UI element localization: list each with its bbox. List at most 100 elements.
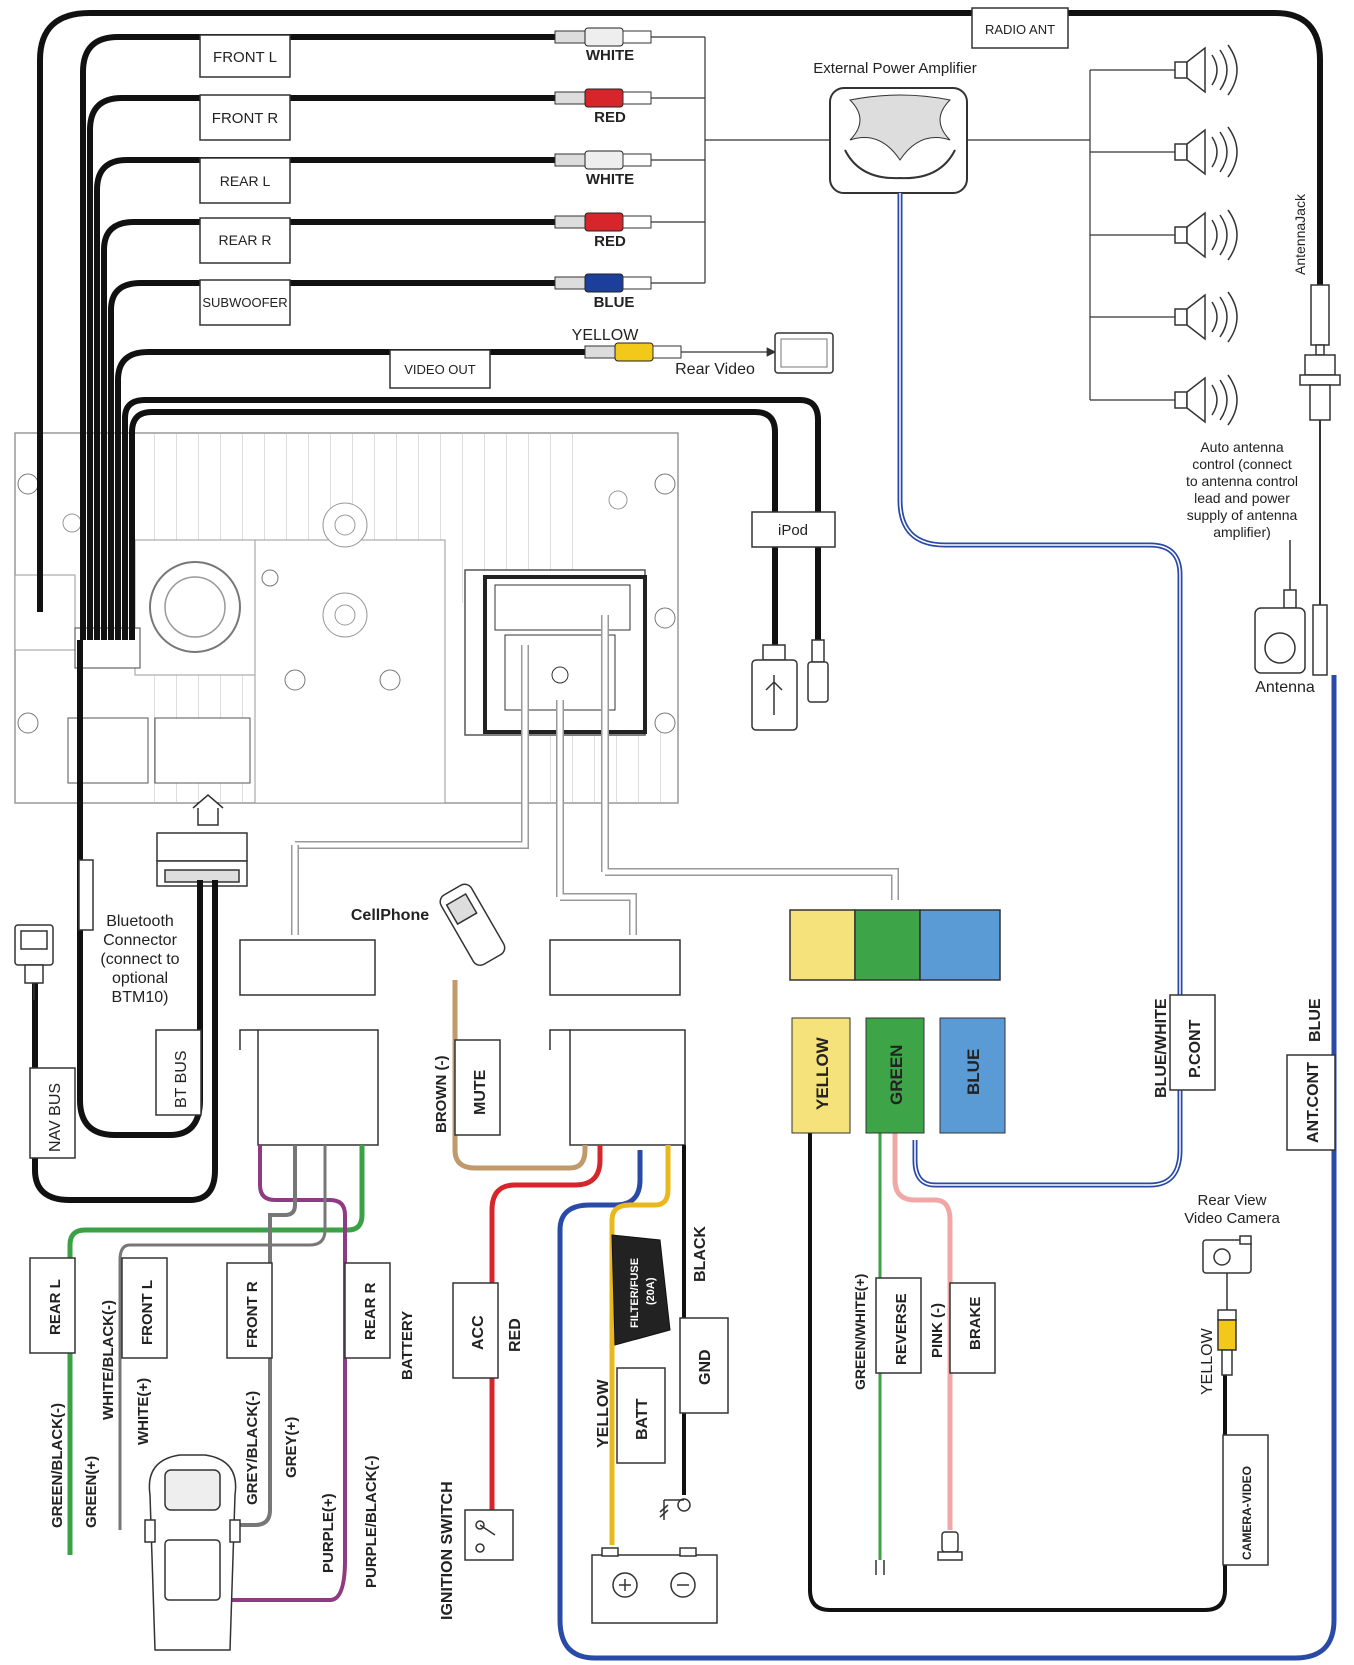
mute-box (454, 1039, 501, 1136)
purple-black-label: PURPLE/BLACK(-) (363, 1456, 380, 1589)
bluetooth-line-3: (connect to (100, 951, 179, 968)
gnd-label: GND (697, 1349, 714, 1385)
fuse-icon (611, 1234, 671, 1346)
blue-control-box (939, 1017, 1006, 1134)
blue-white-label: BLUE/WHITE (1153, 998, 1170, 1098)
purple-plus-label: PURPLE(+) (320, 1493, 337, 1573)
white-plug-2 (554, 150, 652, 170)
rear-video-monitor (774, 332, 834, 374)
cellphone-icon (439, 883, 506, 966)
rear-r-wire-label: REAR R (362, 1282, 379, 1340)
blue-control-label: BLUE (964, 1049, 983, 1095)
nav-bus-label: NAV BUS (47, 1083, 64, 1152)
white-label-1: WHITE (586, 47, 634, 64)
bt-bus-box (155, 1029, 202, 1116)
green-plus-label: GREEN(+) (83, 1456, 100, 1528)
white-plug-1 (554, 27, 652, 47)
red-plug-1 (554, 88, 652, 108)
pcont-label: P.CONT (1187, 1019, 1204, 1078)
rear-l-wire-box (29, 1257, 76, 1354)
rca-plugs: WHITE RED WHITE RED BLUE YELLOW (554, 27, 682, 362)
brown-wire (452, 980, 588, 1171)
auto-antenna-line-1: Auto antenna (1200, 439, 1284, 455)
nav-bus-box (29, 1067, 76, 1159)
rear-video-label: Rear Video (675, 361, 755, 378)
auto-antenna-line-2: control (connect (1192, 456, 1292, 472)
red-label-2: RED (594, 233, 626, 250)
yellow-control-box (791, 1017, 851, 1134)
battery-label: BATTERY (399, 1311, 416, 1380)
ipod-box (751, 511, 836, 548)
antenna-jack-label: AntennaJack (1292, 193, 1308, 275)
subwoofer-box (199, 279, 291, 326)
speaker-icon (1174, 374, 1238, 426)
rear-camera-text: Rear View Video Camera (1184, 1192, 1280, 1227)
camera-video-box (1222, 1434, 1269, 1566)
reverse-box (875, 1277, 922, 1374)
antenna-label: Antenna (1255, 679, 1315, 696)
subwoofer-label: SUBWOOFER (202, 295, 287, 310)
auto-antenna-line-4: lead and power (1194, 490, 1290, 506)
output-labels: FRONT L FRONT R REAR L REAR R SUBWOOFER … (199, 7, 1069, 389)
nav-connector-icon (14, 859, 94, 1000)
auto-antenna-text: Auto antenna control (connect to antenna… (1186, 439, 1298, 540)
white-plus-label: WHITE(+) (135, 1378, 152, 1445)
amplifier-icon (829, 87, 968, 194)
white-wire (118, 1145, 327, 1530)
head-unit (14, 432, 679, 804)
front-r-wire-label: FRONT R (244, 1281, 261, 1348)
antenna-jack-icon (1299, 284, 1341, 676)
red-label: RED (507, 1318, 524, 1352)
camera-yellow-label: YELLOW (1199, 1327, 1216, 1395)
antcont-label: ANT.CONT (1305, 1062, 1322, 1143)
rear-l-box (199, 157, 291, 204)
green-black-label: GREEN/BLACK(-) (49, 1403, 66, 1528)
red-plug-2 (554, 212, 652, 232)
white-black-label: WHITE/BLACK(-) (100, 1300, 117, 1420)
blue-ant-label: BLUE (1307, 998, 1324, 1042)
radio-ant-label: RADIO ANT (985, 22, 1055, 37)
av-jack-icon (807, 639, 829, 703)
auto-antenna-line-5: supply of antenna (1187, 507, 1298, 523)
amplifier-label: External Power Amplifier (813, 60, 976, 77)
bluetooth-line-5: BTM10) (112, 989, 169, 1006)
batt-label: BATT (634, 1398, 651, 1440)
speakers (1174, 44, 1238, 426)
rear-r-label: REAR R (219, 232, 272, 248)
bluetooth-line-1: Bluetooth (106, 913, 174, 930)
green-wire (67, 1145, 365, 1555)
bluetooth-text: Bluetooth Connector (connect to optional… (100, 913, 179, 1006)
radio-ant-box (971, 7, 1069, 49)
nav-bus-cable (32, 880, 218, 1203)
fuse-rating: (20A) (645, 1277, 657, 1305)
rca-cables (37, 10, 1323, 650)
acc-label: ACC (470, 1315, 487, 1350)
ipod-label: iPod (778, 522, 808, 539)
yellow-label: YELLOW (572, 327, 640, 344)
speaker-icon (1174, 209, 1238, 261)
yellow-power-label: YELLOW (595, 1379, 612, 1448)
blue-plug (554, 273, 652, 293)
front-r-box (199, 94, 291, 141)
power-harness-connector (549, 939, 686, 1146)
antenna-icon (1254, 540, 1306, 674)
green-control-box (865, 1017, 925, 1134)
grey-plus-label: GREY(+) (283, 1417, 300, 1478)
video-out-box (389, 349, 491, 389)
rear-camera-line-1: Rear View (1198, 1192, 1267, 1209)
black-label: BLACK (692, 1226, 709, 1282)
car-icon (144, 1454, 241, 1651)
blue-label: BLUE (594, 294, 635, 311)
white-label-2: WHITE (586, 171, 634, 188)
batt-box (616, 1367, 666, 1464)
amp-bus (651, 36, 1175, 401)
ground-icon (659, 1498, 691, 1520)
gnd-box (679, 1317, 729, 1414)
speaker-icon (1174, 291, 1238, 343)
grey-black-label: GREY/BLACK(-) (244, 1391, 261, 1505)
battery-icon (591, 1547, 718, 1624)
front-l-wire-box (121, 1257, 168, 1359)
auto-antenna-line-6: amplifier) (1213, 524, 1271, 540)
bluetooth-line-2: Connector (103, 932, 177, 949)
